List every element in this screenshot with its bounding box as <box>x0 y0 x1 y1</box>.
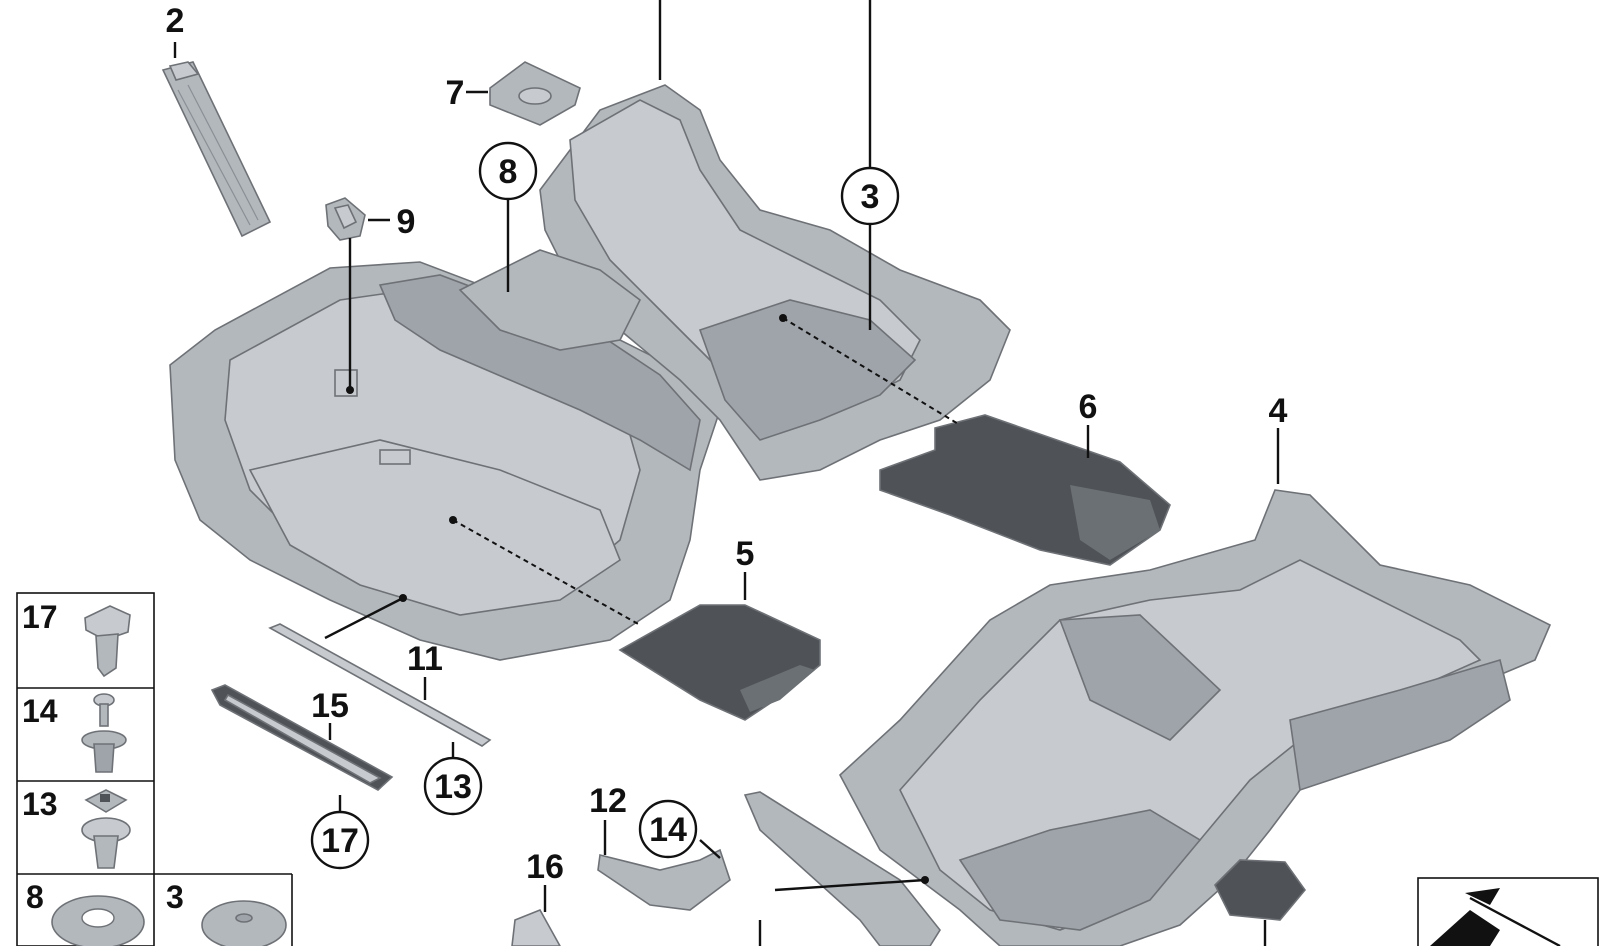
part-7-plate <box>489 61 581 126</box>
part-9-clip <box>325 197 366 241</box>
callout-3: 3 <box>861 178 880 216</box>
callout-14: 14 <box>649 811 687 849</box>
legend-13: 13 <box>22 786 58 822</box>
callout-circles <box>310 141 900 870</box>
orientation-box <box>1417 877 1599 946</box>
part-rear-pad <box>1214 859 1307 921</box>
clip-17-icon <box>84 605 131 678</box>
screw-14-icon <box>81 693 127 773</box>
part-2-strip <box>161 61 272 238</box>
callout-6: 6 <box>1079 388 1098 426</box>
washer-8-icon <box>51 895 145 946</box>
callout-2: 2 <box>166 2 185 40</box>
part-5-mat <box>618 604 821 721</box>
part-4-rear-carpet <box>839 489 1552 946</box>
callout-13: 13 <box>434 768 472 806</box>
callout-7: 7 <box>446 74 465 112</box>
part-16-strip <box>511 908 561 946</box>
legend-8: 8 <box>26 879 44 915</box>
callout-9: 9 <box>397 203 416 241</box>
fastener-legend: 17 14 13 8 3 <box>16 592 293 946</box>
disc-3-icon <box>201 900 287 946</box>
callout-labels: 2 7 8 9 3 6 4 5 11 15 13 17 12 14 16 <box>166 2 1288 886</box>
callout-16: 16 <box>526 848 564 886</box>
leader-lines <box>173 0 1280 946</box>
legend-14: 14 <box>22 693 58 729</box>
clip-13-icon <box>81 789 131 869</box>
legend-17: 17 <box>22 599 58 635</box>
front-carpet-left <box>169 261 721 661</box>
part-6-mat <box>879 414 1171 566</box>
part-11-sill <box>268 623 492 747</box>
callout-17: 17 <box>321 822 359 860</box>
callout-5: 5 <box>736 535 755 573</box>
callout-8: 8 <box>499 153 518 191</box>
legend-3: 3 <box>166 879 184 915</box>
part-rear-trim <box>743 791 941 946</box>
callout-15: 15 <box>311 687 349 725</box>
callout-12: 12 <box>589 782 627 820</box>
part-12-trim <box>597 848 731 911</box>
part-15-sill-plate <box>210 684 394 791</box>
callout-4: 4 <box>1269 392 1288 430</box>
callout-11: 11 <box>407 640 443 678</box>
